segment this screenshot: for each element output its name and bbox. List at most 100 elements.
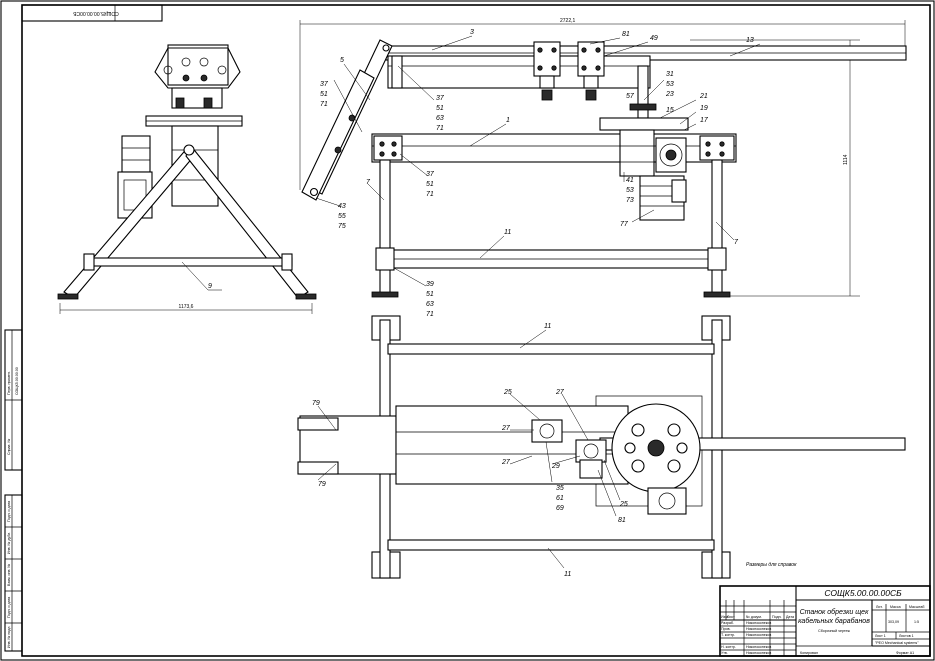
- callout-9: 9: [208, 283, 212, 290]
- callout-61: 61: [556, 495, 564, 502]
- stamp-original-no: Инв. № подл.: [7, 626, 11, 648]
- name-tech-control: Никоноконеков: [746, 633, 771, 637]
- callout-7: 7: [366, 179, 371, 186]
- callout-57: 57: [626, 93, 635, 100]
- callout-27-b: 27: [501, 425, 511, 432]
- callout-17: 17: [700, 117, 709, 124]
- callout-39: 39: [426, 281, 434, 288]
- callout-25: 25: [503, 389, 512, 396]
- callout-43: 43: [338, 203, 346, 210]
- drawing-copied: Копировал: [800, 651, 818, 655]
- hdr-izm: Изм.: [721, 615, 729, 619]
- callout-27-c: 27: [501, 459, 511, 466]
- end-view: 1173,6 9: [57, 44, 317, 314]
- stamp-dup-no: Инв. № дубл.: [7, 532, 11, 554]
- stamp-sign-date-b: Подп. и дата: [7, 597, 11, 618]
- callout-13: 13: [746, 37, 754, 44]
- leader-lines: [315, 35, 761, 569]
- drawing-mass: 303,09: [888, 620, 899, 624]
- sheet-frame: [21, 4, 931, 657]
- drawing-format: Формат А1: [896, 651, 914, 655]
- drawing-title-line2: кабельных барабанов: [798, 617, 870, 625]
- callout-79-b: 79: [318, 481, 326, 488]
- hdr-podp: Подп.: [772, 615, 782, 619]
- callout-37-b: 37: [436, 95, 445, 102]
- callout-5: 5: [340, 57, 344, 64]
- hdr-scale: Масштаб: [909, 605, 924, 609]
- callout-11: 11: [504, 229, 511, 236]
- callout-71-d: 71: [426, 311, 434, 318]
- callout-51-c: 51: [426, 181, 434, 188]
- top-code-stamp: СОЩК5.00.00.00СБ: [21, 4, 163, 22]
- callout-15: 15: [666, 107, 674, 114]
- callout-1: 1: [506, 117, 510, 124]
- callout-73: 73: [626, 197, 634, 204]
- callout-51-b: 51: [436, 105, 444, 112]
- callout-55: 55: [338, 213, 346, 220]
- role-approved: Утв.: [721, 651, 728, 655]
- callout-41: 41: [626, 177, 634, 184]
- name-developer: Никоноконеков: [746, 621, 771, 625]
- drawing-sheets: Листов 1: [899, 634, 914, 638]
- callout-35: 35: [556, 485, 564, 492]
- stamp-replace-no: Взам. инв. №: [7, 564, 11, 586]
- front-view: 2722,1 1114: [299, 18, 907, 298]
- callout-51: 51: [320, 91, 328, 98]
- callout-11-c: 11: [564, 571, 571, 578]
- hdr-list: Лист: [727, 615, 735, 619]
- left-side-stamps: Перв. примен. СОЩК5.00.00.00 Справ. № По…: [4, 329, 23, 652]
- callout-69: 69: [556, 505, 564, 512]
- role-developer: Разраб.: [721, 621, 734, 625]
- stamp-ref-no: Справ. №: [7, 439, 11, 455]
- callout-21: 21: [699, 93, 708, 100]
- note-reference-dimensions: Размеры для справок: [746, 562, 797, 568]
- callout-81-b: 81: [618, 517, 626, 524]
- drawing-company: "PEO Mechanical systems": [875, 641, 919, 645]
- top-drawing-code: СОЩК5.00.00.00СБ: [73, 10, 119, 16]
- callout-63: 63: [436, 115, 444, 122]
- callout-71: 71: [320, 101, 328, 108]
- title-block: СОЩК5.00.00.00СБ Станок обрезки щек кабе…: [719, 585, 931, 657]
- callout-27: 27: [555, 389, 565, 396]
- callout-51-d: 51: [426, 291, 434, 298]
- name-approved: Никоноконеков: [746, 651, 771, 655]
- callout-31: 31: [666, 71, 674, 78]
- plan-view: [297, 315, 906, 579]
- name-checked: Никоноконеков: [746, 627, 771, 631]
- dim-height: 1114: [843, 154, 849, 165]
- hdr-lit: Лит.: [876, 605, 883, 609]
- callout-23: 23: [665, 91, 674, 98]
- callout-75: 75: [338, 223, 346, 230]
- callout-11-b: 11: [544, 323, 551, 330]
- callout-71-b: 71: [436, 125, 444, 132]
- role-norm-control: Н. контр.: [721, 645, 736, 649]
- callout-49: 49: [650, 35, 658, 42]
- callout-71-c: 71: [426, 191, 434, 198]
- drawing-sheet: Лист 1: [875, 634, 886, 638]
- hdr-mass: Масса: [890, 605, 901, 609]
- callout-53-b: 53: [626, 187, 634, 194]
- drawing-scale: 1:5: [914, 620, 919, 624]
- callout-37: 37: [320, 81, 329, 88]
- callout-53: 53: [666, 81, 674, 88]
- name-norm-control: Никоноконеков: [746, 645, 771, 649]
- drawing-title-line1: Станок обрезки щек: [800, 608, 869, 616]
- callout-37-c: 37: [426, 171, 435, 178]
- drawing-subtitle: Сборочный чертеж: [818, 629, 850, 633]
- hdr-data: Дата: [786, 615, 794, 619]
- role-checked: Пров.: [721, 627, 731, 631]
- callout-29: 29: [551, 463, 560, 470]
- dim-overall-length: 2722,1: [560, 18, 576, 24]
- callout-77: 77: [620, 221, 629, 228]
- callout-25-b: 25: [619, 501, 628, 508]
- role-tech-control: Т. контр.: [721, 633, 735, 637]
- stamp-sign-date-a: Подп. и дата: [7, 501, 11, 522]
- stamp-first-use-value: СОЩК5.00.00.00: [15, 367, 19, 395]
- hdr-ndoc: № докум.: [746, 615, 762, 619]
- dim-base-width: 1173,6: [179, 304, 194, 310]
- callout-63-b: 63: [426, 301, 434, 308]
- callout-3: 3: [470, 29, 474, 36]
- callout-19: 19: [700, 105, 708, 112]
